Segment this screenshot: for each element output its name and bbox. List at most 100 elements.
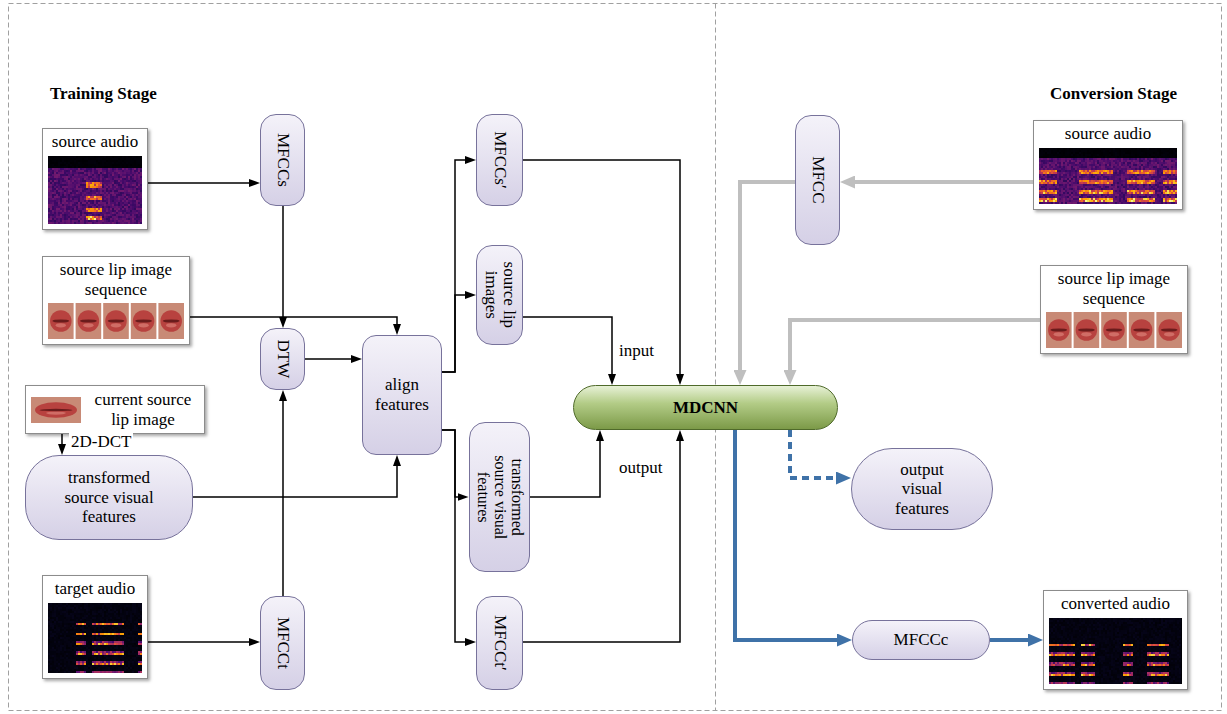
spectrogram-cell <box>50 160 52 162</box>
spectrogram-cell <box>90 174 92 176</box>
spectrogram-cell <box>60 160 62 162</box>
spectrogram-cell <box>66 166 68 168</box>
spectrogram-cell <box>64 156 66 158</box>
spectrogram-cell <box>126 162 128 164</box>
spectrogram-cell <box>90 210 92 212</box>
spectrogram-cell <box>88 218 90 220</box>
spectrogram-cell <box>58 214 60 216</box>
spectrogram-cell <box>118 176 120 178</box>
spectrogram-cell <box>100 162 102 164</box>
spectrogram-cell <box>126 605 128 607</box>
spectrogram-cell <box>126 204 128 206</box>
spectrogram-cell <box>94 204 96 206</box>
spectrogram-cell <box>50 168 52 170</box>
spectrogram-cell <box>132 615 134 617</box>
spectrogram-cell <box>92 162 94 164</box>
spectrogram-cell <box>116 222 118 224</box>
spectrogram-cell <box>132 184 134 186</box>
spectrogram-cell <box>62 178 64 180</box>
spectrogram-cell <box>74 204 76 206</box>
spectrogram-cell <box>54 208 56 210</box>
spectrogram-cell <box>104 196 106 198</box>
spectrogram-cell <box>58 196 60 198</box>
spectrogram-cell <box>100 168 102 170</box>
spectrogram-cell <box>106 206 108 208</box>
spectrogram-cell <box>114 186 116 188</box>
spectrogram-cell <box>78 180 80 182</box>
spectrogram-cell <box>50 174 52 176</box>
spectrogram-cell <box>120 166 122 168</box>
spectrogram-cell <box>114 192 116 194</box>
spectrogram-cell <box>104 198 106 200</box>
spectrogram-cell <box>112 222 114 224</box>
spectrogram-cell <box>98 200 100 202</box>
spectrogram-cell <box>122 162 124 164</box>
spectrogram-cell <box>118 178 120 180</box>
spectrogram-cell <box>106 194 108 196</box>
spectrogram-cell <box>124 196 126 198</box>
spectrogram-cell <box>140 170 142 172</box>
spectrogram-cell <box>54 162 56 164</box>
spectrogram-cell <box>130 202 132 204</box>
spectrogram-cell <box>124 200 126 202</box>
spectrogram-cell <box>94 194 96 196</box>
spectrogram-cell <box>104 218 106 220</box>
spectrogram-cell <box>102 178 104 180</box>
spectrogram-cell <box>140 206 142 208</box>
spectrogram-cell <box>98 166 100 168</box>
spectrogram-cell <box>124 214 126 216</box>
spectrogram-cell <box>128 186 130 188</box>
spectrogram-cell <box>54 180 56 182</box>
spectrogram-cell <box>138 190 140 192</box>
spectrogram-cell <box>62 164 64 166</box>
spectrogram-cell <box>116 212 118 214</box>
spectrogram-cell <box>124 188 126 190</box>
spectrogram-cell <box>68 200 70 202</box>
spectrogram-cell <box>132 166 134 168</box>
spectrogram-cell <box>86 170 88 172</box>
spectrogram-cell <box>134 174 136 176</box>
spectrogram-cell <box>86 194 88 196</box>
spectrogram-cell <box>124 172 126 174</box>
spectrogram-cell <box>116 168 118 170</box>
spectrogram-cell <box>120 180 122 182</box>
spectrogram-cell <box>62 172 64 174</box>
spectrogram-cell <box>108 210 110 212</box>
spectrogram-cell <box>58 206 60 208</box>
spectrogram-cell <box>122 222 124 224</box>
spectrogram-cell <box>64 615 66 617</box>
spectrogram-cell <box>132 603 134 605</box>
spectrogram-cell <box>70 603 72 605</box>
spectrogram-cell <box>80 190 82 192</box>
spectrogram-cell <box>102 220 104 222</box>
spectrogram-cell <box>52 186 54 188</box>
spectrogram-cell <box>58 182 60 184</box>
spectrogram-cell <box>130 210 132 212</box>
connector <box>282 206 284 323</box>
spectrogram-cell <box>76 609 78 611</box>
spectrogram-cell <box>66 202 68 204</box>
spectrogram-cell <box>132 605 134 607</box>
spectrogram-cell <box>106 609 108 611</box>
spectrogram-cell <box>108 170 110 172</box>
spectrogram-cell <box>52 603 54 605</box>
spectrogram-cell <box>56 206 58 208</box>
spectrogram-cell <box>52 184 54 186</box>
spectrogram-cell <box>110 172 112 174</box>
spectrogram-cell <box>86 190 88 192</box>
spectrogram-cell <box>108 200 110 202</box>
spectrogram-cell <box>50 202 52 204</box>
spectrogram-cell <box>134 212 136 214</box>
spectrogram-cell <box>116 190 118 192</box>
spectrogram-cell <box>108 178 110 180</box>
spectrogram-cell <box>120 212 122 214</box>
spectrogram-cell <box>72 208 74 210</box>
spectrogram-cell <box>78 222 80 224</box>
spectrogram-cell <box>134 160 136 162</box>
spectrogram-cell <box>74 194 76 196</box>
spectrogram-cell <box>62 184 64 186</box>
spectrogram-cell <box>112 170 114 172</box>
spectrogram-cell <box>56 214 58 216</box>
spectrogram-cell <box>94 206 96 208</box>
spectrogram-cell <box>94 190 96 192</box>
